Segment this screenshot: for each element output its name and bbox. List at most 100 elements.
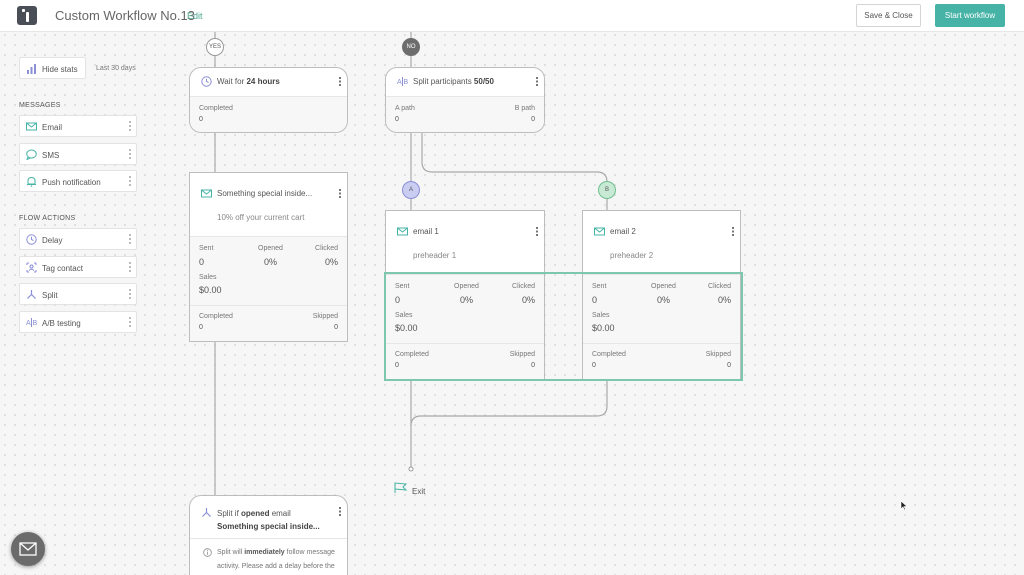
split-icon bbox=[202, 508, 211, 517]
clicked-value: 0% bbox=[324, 257, 338, 267]
card-menu-icon[interactable] bbox=[536, 77, 538, 86]
email-title: Something special inside... bbox=[217, 189, 313, 198]
app-logo-icon[interactable] bbox=[17, 6, 37, 25]
email-title: email 2 bbox=[610, 227, 636, 236]
save-close-button[interactable]: Save & Close bbox=[856, 4, 921, 27]
wait-stats-area bbox=[190, 96, 347, 132]
sidebar-item-label: Tag contact bbox=[42, 264, 83, 273]
skipped-label: Skipped bbox=[312, 313, 338, 320]
svg-text:B: B bbox=[33, 320, 38, 327]
sales-value: $0.00 bbox=[199, 285, 222, 295]
wait-card-title: Wait for 24 hours bbox=[217, 77, 280, 86]
sidebar-item-delay[interactable]: Delay bbox=[19, 228, 137, 250]
sidebar-item-label: Delay bbox=[42, 236, 63, 245]
sidebar-item-label: A/B testing bbox=[42, 319, 81, 328]
card-menu-icon[interactable] bbox=[536, 227, 538, 236]
sent-value: 0 bbox=[199, 257, 205, 267]
clicked-label: Clicked bbox=[315, 245, 338, 252]
opened-label: Opened bbox=[651, 283, 676, 290]
drag-handle-icon[interactable] bbox=[129, 317, 131, 328]
completed-label: Completed bbox=[592, 351, 626, 358]
email-card-path-a[interactable]: email 1 preheader 1 Sent Opened Clicked … bbox=[385, 210, 545, 380]
chat-launcher-button[interactable] bbox=[11, 532, 45, 566]
sidebar-item-tag-contact[interactable]: Tag contact bbox=[19, 256, 137, 278]
edit-title-link[interactable]: Edit bbox=[187, 11, 203, 21]
opened-label: Opened bbox=[258, 245, 283, 252]
email-icon bbox=[594, 227, 605, 236]
yes-branch-badge: YES bbox=[206, 38, 224, 56]
split-note-line1: Split will immediately follow message bbox=[217, 549, 335, 556]
split-note-line2: activity. Please add a delay before the bbox=[217, 563, 335, 570]
sales-label: Sales bbox=[592, 312, 610, 319]
card-menu-icon[interactable] bbox=[732, 227, 734, 236]
sidebar-item-push-notification[interactable]: Push notification bbox=[19, 170, 137, 192]
split-card-title: Split participants 50/50 bbox=[413, 77, 494, 86]
drag-handle-icon[interactable] bbox=[129, 234, 131, 245]
sidebar-item-email[interactable]: Email bbox=[19, 115, 137, 137]
opened-value: 0% bbox=[264, 257, 278, 267]
split-condition-title: Split if opened email Something special … bbox=[217, 509, 320, 531]
ab-stats-highlight bbox=[384, 272, 743, 381]
sidebar-item-label: Split bbox=[42, 291, 58, 300]
completed-value: 0 bbox=[199, 324, 203, 331]
workflow-title: Custom Workflow No.13 bbox=[55, 8, 195, 23]
sidebar-item-label: SMS bbox=[42, 151, 60, 160]
sidebar-item-sms[interactable]: SMS bbox=[19, 143, 137, 165]
clicked-label: Clicked bbox=[708, 283, 731, 290]
messages-section-title: MESSAGES bbox=[19, 102, 61, 109]
clock-icon bbox=[201, 76, 212, 87]
email-card-path-b[interactable]: email 2 preheader 2 Sent Opened Clicked … bbox=[582, 210, 741, 380]
opened-value: 0% bbox=[460, 295, 474, 305]
drag-handle-icon[interactable] bbox=[129, 262, 131, 273]
no-branch-badge: NO bbox=[402, 38, 420, 56]
drag-handle-icon[interactable] bbox=[129, 149, 131, 160]
skipped-label: Skipped bbox=[509, 351, 535, 358]
sms-icon bbox=[26, 149, 37, 160]
top-bar: Custom Workflow No.13 Edit Save & Close … bbox=[0, 0, 1024, 32]
skipped-value: 0 bbox=[531, 362, 535, 369]
svg-text:A: A bbox=[397, 79, 402, 86]
email-preheader: preheader 2 bbox=[610, 251, 654, 260]
drag-handle-icon[interactable] bbox=[129, 176, 131, 187]
start-workflow-button[interactable]: Start workflow bbox=[935, 4, 1005, 27]
path-a-badge: A bbox=[402, 181, 420, 199]
path-b-badge: B bbox=[598, 181, 616, 199]
drag-handle-icon[interactable] bbox=[129, 121, 131, 132]
sales-value: $0.00 bbox=[395, 323, 418, 333]
completed-label: Completed bbox=[395, 351, 429, 358]
sales-label: Sales bbox=[199, 274, 217, 281]
card-menu-icon[interactable] bbox=[339, 189, 341, 198]
email-icon bbox=[26, 122, 37, 131]
clicked-label: Clicked bbox=[512, 283, 535, 290]
drag-handle-icon[interactable] bbox=[129, 289, 131, 300]
completed-value: 0 bbox=[592, 362, 596, 369]
b-path-value: 0 bbox=[531, 116, 535, 123]
sidebar-item-split[interactable]: Split bbox=[19, 283, 137, 305]
hide-stats-button[interactable]: Hide stats bbox=[19, 57, 86, 79]
mail-icon bbox=[19, 542, 37, 556]
svg-text:A: A bbox=[26, 320, 31, 327]
clicked-value: 0% bbox=[717, 295, 731, 305]
wait-delay-card[interactable]: Wait for 24 hours Completed 0 bbox=[189, 67, 348, 133]
skipped-value: 0 bbox=[727, 362, 731, 369]
sent-value: 0 bbox=[395, 295, 401, 305]
sidebar-item-label: Push notification bbox=[42, 178, 101, 187]
email-card-main[interactable]: Something special inside... 10% off your… bbox=[189, 172, 348, 342]
skipped-label: Skipped bbox=[705, 351, 731, 358]
hide-stats-label: Hide stats bbox=[42, 65, 78, 74]
flow-actions-section-title: FLOW ACTIONS bbox=[19, 215, 76, 222]
sidebar-item-label: Email bbox=[42, 123, 63, 132]
info-icon bbox=[203, 548, 212, 557]
sent-label: Sent bbox=[395, 283, 410, 290]
a-path-label: A path bbox=[395, 105, 415, 112]
completed-value: 0 bbox=[395, 362, 399, 369]
bar-chart-icon bbox=[27, 64, 36, 74]
card-menu-icon[interactable] bbox=[339, 507, 341, 516]
split-if-opened-card[interactable]: Split if opened email Something special … bbox=[189, 495, 348, 575]
card-menu-icon[interactable] bbox=[339, 77, 341, 86]
email-title: email 1 bbox=[413, 227, 439, 236]
